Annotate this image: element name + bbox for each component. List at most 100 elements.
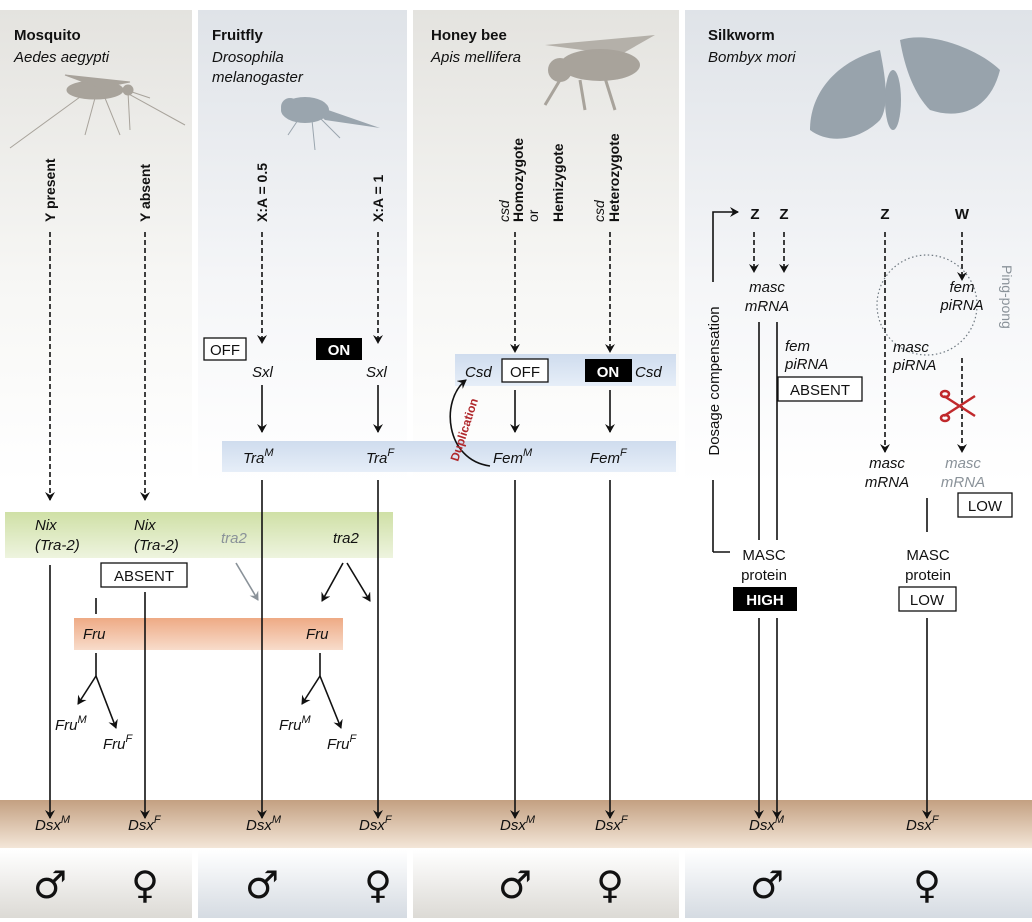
ping-pong-cycle (876, 254, 978, 356)
honeybee-silhouette (543, 35, 655, 111)
low-box-mrna (957, 492, 1013, 518)
dsx-m-silkworm: DsxM (749, 814, 785, 834)
mosquito-species: Aedes aegypti (13, 49, 110, 66)
y-absent-label: Y absent (137, 164, 153, 222)
high-box (733, 587, 797, 611)
tra2-active: tra2 (333, 530, 360, 547)
dsx-f-fruitfly: DsxF (359, 814, 393, 834)
fru-band (74, 618, 343, 650)
z-chromosome-2: Z (779, 206, 788, 223)
masc-mrna-cleaved-1: masc (945, 455, 981, 472)
duplication-arrow (449, 379, 491, 467)
dosage-compensation-label: Dosage compensation (706, 306, 723, 455)
dsx-band (0, 800, 1032, 848)
or-label: or (525, 209, 541, 222)
fruitfly-species-genus: Drosophila (212, 49, 284, 66)
fru-fruitfly: Fru (306, 626, 329, 643)
honeybee-arrows (449, 232, 615, 819)
heterozygote-label: Heterozygote (606, 133, 622, 222)
high-label: HIGH (746, 592, 784, 609)
mosquito-title: Mosquito (14, 27, 81, 44)
pirna-label-female: piRNA (939, 297, 983, 314)
absent-label-mosquito: ABSENT (114, 568, 174, 585)
silkworm-arrows (712, 212, 978, 819)
mosquito-arrows (45, 232, 150, 819)
csd-protein-female: Csd (635, 364, 662, 381)
female-symbol-icon: ♀ (131, 863, 159, 907)
off-label-honeybee: OFF (510, 364, 540, 381)
masc-mrna-female-2: mRNA (865, 474, 909, 491)
sxl-male: Sxl (252, 364, 274, 381)
male-symbol-icon: ♂ (498, 863, 532, 907)
low-label-mrna: LOW (968, 498, 1003, 515)
silkworm-panel (685, 10, 1032, 800)
tra-fem-band (222, 441, 676, 472)
on-box-honeybee (585, 359, 632, 382)
tra-m: TraM (243, 447, 274, 467)
ping-pong-label: Ping-pong (999, 265, 1015, 329)
fruitfly-panel (198, 10, 407, 800)
dsx-labels: DsxM DsxF DsxM DsxF DsxM DsxF DsxM DsxF (35, 814, 940, 834)
masc-mrna-cleaved-2: mRNA (941, 474, 985, 491)
female-symbol-icon: ♀ (913, 863, 941, 907)
fru-f-mosquito: FruF (103, 733, 134, 753)
female-symbol-icon: ♀ (364, 863, 392, 907)
csd-protein-male: Csd (465, 364, 492, 381)
dsx-m-mosquito: DsxM (35, 814, 71, 834)
absent-box-mosquito (100, 562, 188, 588)
masc-label-male: masc (749, 279, 785, 296)
on-label-honeybee: ON (597, 364, 620, 381)
low-label-protein: LOW (910, 592, 945, 609)
sex-symbols: ♂ ♀ ♂ ♀ ♂ ♀ ♂ ♀ (33, 863, 941, 907)
mosquito-silhouette (9, 74, 186, 149)
fru-m-fruitfly: FruM (279, 714, 312, 734)
dosage-compensation-bracket (712, 212, 738, 553)
mrna-label-male: mRNA (745, 298, 789, 315)
fem-m: FemM (493, 447, 533, 467)
male-symbol-icon: ♂ (750, 863, 784, 907)
honeybee-title: Honey bee (431, 27, 507, 44)
dsx-f-silkworm: DsxF (906, 814, 940, 834)
masc-pirna-label-1: masc (893, 339, 929, 356)
honeybee-panel (413, 10, 679, 800)
fruitfly-silhouette (281, 97, 380, 151)
fruitfly-sex-band (198, 850, 407, 918)
tra2-inactive: tra2 (221, 530, 248, 547)
silkworm-sex-band (685, 850, 1032, 918)
fruitfly-species-epithet: melanogaster (212, 69, 304, 86)
nix-male: Nix (35, 517, 57, 534)
fem-label-female: fem (949, 279, 974, 296)
fruitfly-title: Fruitfly (212, 27, 263, 44)
z-chromosome-3: Z (880, 206, 889, 223)
csd-band (455, 354, 676, 386)
masc-mrna-female-1: masc (869, 455, 905, 472)
honeybee-sex-band (413, 850, 679, 918)
dsx-m-fruitfly: DsxM (246, 814, 282, 834)
male-symbol-icon: ♂ (245, 863, 279, 907)
off-box-fruitfly (203, 337, 247, 361)
nix-female: Nix (134, 517, 156, 534)
male-symbol-icon: ♂ (33, 863, 67, 907)
fem-f: FemF (590, 447, 628, 467)
silkworm-moth-silhouette (810, 37, 1000, 139)
hemizygote-label: Hemizygote (550, 143, 566, 222)
mosquito-panel (0, 10, 192, 800)
off-box-honeybee (501, 358, 549, 383)
on-box-fruitfly (316, 338, 362, 360)
masc-pirna-label-2: piRNA (892, 357, 936, 374)
tra2-paren-female: (Tra-2) (134, 537, 179, 554)
tra2-paren-male: (Tra-2) (35, 537, 80, 554)
y-present-label: Y present (42, 158, 58, 222)
low-box-protein (898, 586, 957, 612)
xa-05-label: X:A = 0.5 (254, 163, 270, 222)
dsx-f-mosquito: DsxF (128, 814, 162, 834)
masc-protein-female-1: MASC (906, 547, 950, 564)
fem-label-male: fem (785, 338, 810, 355)
dsx-f-honeybee: DsxF (595, 814, 629, 834)
off-label-fruitfly: OFF (210, 342, 240, 359)
absent-box-silkworm (777, 376, 863, 402)
fru-m-mosquito: FruM (55, 714, 88, 734)
absent-label-silkworm: ABSENT (790, 382, 850, 399)
csd-label-right: csd (591, 199, 607, 222)
